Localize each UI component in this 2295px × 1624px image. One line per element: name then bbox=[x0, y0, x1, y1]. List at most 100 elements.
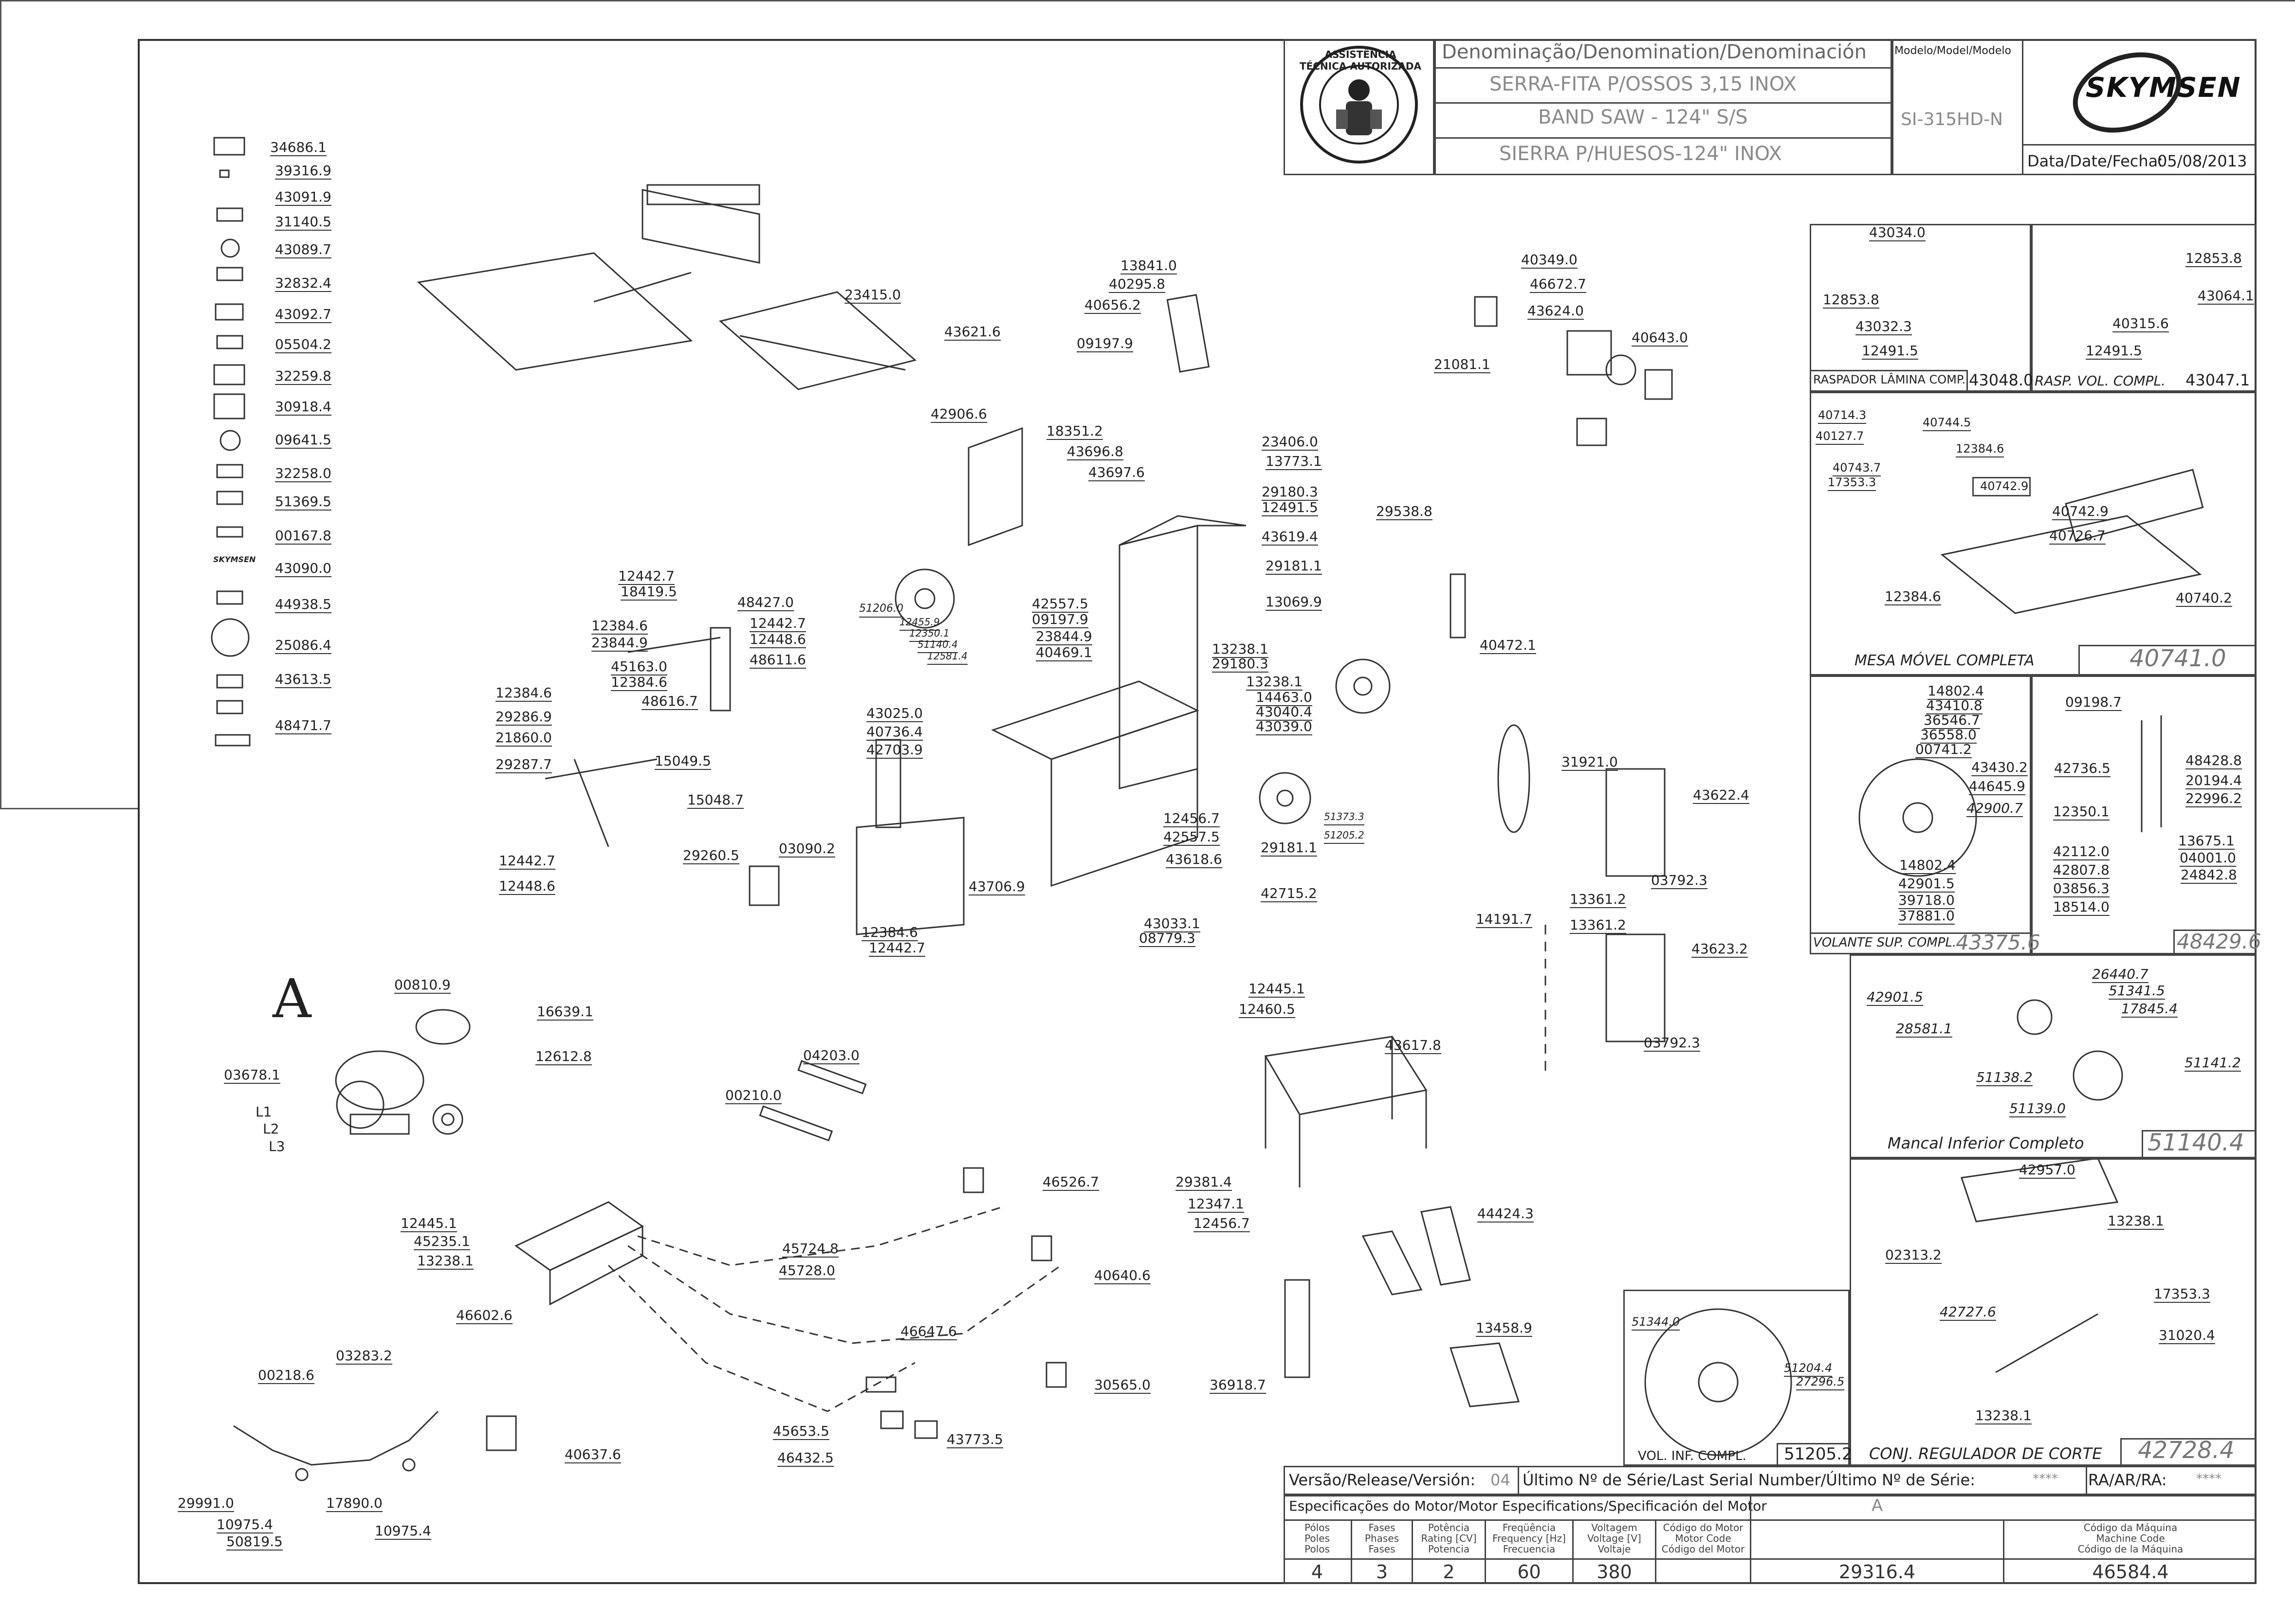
cut-regulator-code-cell bbox=[2120, 1438, 2257, 1466]
part-label: 17890.0 bbox=[326, 1495, 383, 1512]
part-label: 29260.5 bbox=[683, 847, 739, 864]
part-label: 12456.7 bbox=[1163, 810, 1220, 827]
fold-line bbox=[0, 808, 138, 809]
part-label: 14802.4 bbox=[1928, 683, 1984, 700]
spec-header-phases: Fases Phases Fases bbox=[1352, 1522, 1412, 1554]
part-label: 42906.6 bbox=[931, 406, 987, 423]
part-label: 18514.0 bbox=[2053, 899, 2110, 916]
part-label: 09197.9 bbox=[1032, 611, 1088, 628]
denom-divider-3 bbox=[1434, 137, 1892, 139]
part-label: 12442.7 bbox=[750, 615, 806, 632]
part-label: 51369.5 bbox=[275, 493, 331, 511]
part-label: 03792.3 bbox=[1651, 872, 1707, 889]
part-label: 18419.5 bbox=[621, 584, 677, 601]
spec-header-line: Machine Code bbox=[2096, 1533, 2165, 1544]
part-label: 48471.7 bbox=[275, 717, 331, 734]
part-label: 00810.9 bbox=[394, 977, 451, 994]
model-cell bbox=[1892, 39, 2023, 175]
part-label: 12384.6 bbox=[591, 618, 648, 635]
part-label: 43032.3 bbox=[1855, 318, 1912, 335]
part-label: 15048.7 bbox=[687, 792, 744, 809]
outer-border-top bbox=[0, 0, 2295, 1]
part-label: 40637.6 bbox=[565, 1446, 621, 1463]
part-label: 13238.1 bbox=[1246, 674, 1303, 691]
part-label: 36546.7 bbox=[1924, 712, 1980, 729]
part-label: 21860.0 bbox=[496, 730, 552, 747]
part-label: 39316.9 bbox=[275, 163, 331, 180]
lower-wheel-title: VOL. INF. COMPL. bbox=[1638, 1449, 1746, 1463]
mobile-table-title: MESA MÓVEL COMPLETA bbox=[1854, 652, 2035, 669]
part-label: 30918.4 bbox=[275, 399, 331, 416]
part-label: 13361.2 bbox=[1570, 917, 1626, 934]
vol-scraper-title: RASP. VOL. COMPL. bbox=[2035, 373, 2166, 389]
part-label: 31140.5 bbox=[275, 214, 331, 231]
part-label: 25086.4 bbox=[275, 637, 331, 654]
part-label: 17353.3 bbox=[2154, 1286, 2210, 1303]
upper-wheel-code: 43375.6 bbox=[1956, 931, 2040, 954]
part-label: 45235.1 bbox=[414, 1233, 470, 1250]
lower-wheel-code-cell bbox=[1777, 1443, 1850, 1466]
motor-spec-table bbox=[1284, 1495, 2257, 1584]
spec-header-line: Voltaje bbox=[1597, 1543, 1631, 1555]
spec-divider-row2 bbox=[1284, 1558, 2257, 1560]
part-label: 40315.6 bbox=[2112, 315, 2169, 332]
part-label: 42901.5 bbox=[1867, 989, 1923, 1006]
part-label: 51141.2 bbox=[2185, 1055, 2241, 1072]
part-label: 45653.5 bbox=[773, 1423, 829, 1440]
spec-divider-a bbox=[1750, 1495, 1751, 1519]
release-divider-1 bbox=[1518, 1466, 1519, 1495]
part-label: 42900.7 bbox=[1966, 800, 2023, 817]
part-label: 23844.9 bbox=[591, 635, 648, 652]
part-label: 23415.0 bbox=[845, 287, 901, 304]
part-label: 12445.1 bbox=[401, 1215, 457, 1232]
part-label: 12612.8 bbox=[535, 1048, 592, 1065]
part-label: 29287.7 bbox=[496, 756, 552, 773]
part-label: 24842.8 bbox=[2181, 867, 2237, 884]
spec-col-divider bbox=[1485, 1519, 1486, 1584]
part-label: 43624.0 bbox=[1527, 303, 1584, 320]
part-label: 02313.2 bbox=[1885, 1247, 1942, 1264]
ra-value: **** bbox=[2196, 1472, 2222, 1486]
spec-header-line: Código da Máquina bbox=[2083, 1522, 2178, 1533]
spec-header-line: Potência bbox=[1428, 1522, 1470, 1533]
part-label: 40743.7 bbox=[1833, 460, 1881, 476]
part-label: 42112.0 bbox=[2053, 843, 2110, 860]
part-label: 29286.9 bbox=[496, 709, 552, 726]
part-label: 29991.0 bbox=[178, 1495, 234, 1512]
cut-regulator-box bbox=[1850, 1158, 2257, 1466]
part-label: 42957.0 bbox=[2019, 1162, 2075, 1179]
spec-header-line: Frecuencia bbox=[1503, 1543, 1556, 1555]
spec-header-machine-code: Código da Máquina Machine Code Código de… bbox=[2004, 1522, 2257, 1554]
name-en: BAND SAW - 124" S/S bbox=[1538, 106, 1748, 128]
spec-value-poles: 4 bbox=[1311, 1561, 1323, 1583]
part-label: 43033.1 bbox=[1144, 915, 1200, 932]
part-label: 28581.1 bbox=[1896, 1021, 1952, 1038]
part-label: 43619.4 bbox=[1262, 529, 1318, 546]
part-label: 46432.5 bbox=[777, 1450, 834, 1467]
part-label: 43091.9 bbox=[275, 189, 331, 206]
part-label: 40127.7 bbox=[1816, 428, 1864, 445]
part-label: 42807.8 bbox=[2053, 862, 2110, 879]
model-header: Modelo/Model/Modelo bbox=[1894, 45, 2011, 57]
seal-cell bbox=[1284, 39, 1434, 175]
denom-divider-2 bbox=[1434, 102, 1892, 104]
part-label: 50819.5 bbox=[226, 1533, 283, 1551]
lower-bearing-code: 51140.4 bbox=[2148, 1129, 2244, 1156]
part-label: 00218.6 bbox=[258, 1367, 314, 1384]
part-label: 13238.1 bbox=[1975, 1407, 2032, 1424]
guide-assy-code: 40742.9 bbox=[1980, 479, 2029, 493]
part-label: 40469.1 bbox=[1036, 644, 1092, 661]
part-label: 43706.9 bbox=[969, 878, 1025, 895]
part-label: 13675.1 bbox=[2178, 833, 2235, 850]
part-label: 43064.1 bbox=[2198, 288, 2254, 305]
part-label: 12384.6 bbox=[1956, 441, 2004, 457]
part-label: 43621.6 bbox=[944, 324, 1001, 341]
upper-wheel-title: VOLANTE SUP. COMPL. bbox=[1813, 935, 1957, 950]
part-label: 43034.0 bbox=[1869, 224, 1926, 241]
spec-divider-row1 bbox=[1284, 1519, 2257, 1521]
part-label: 43613.5 bbox=[275, 671, 331, 688]
part-label: 51205.2 bbox=[1324, 827, 1364, 844]
motor-wire-label: L2 bbox=[263, 1121, 279, 1137]
part-label: 04203.0 bbox=[803, 1047, 860, 1064]
part-label: 12347.1 bbox=[1188, 1196, 1244, 1213]
